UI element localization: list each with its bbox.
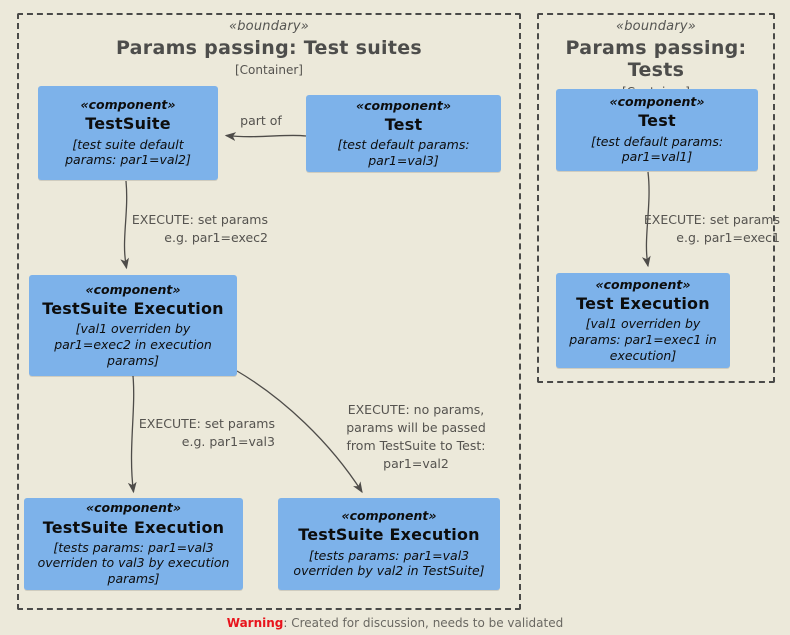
component-note: [tests params: par1=val3 overriden to va…	[37, 539, 230, 587]
boundary-subtitle: [Container]	[234, 63, 303, 77]
component-note: [test suite default params: par1=val2]	[65, 136, 191, 168]
boundary-test-suites: «boundary» Params passing: Test suites […	[17, 13, 521, 610]
component-testsuite-execution-2[interactable]: «component» TestSuite Execution [tests p…	[24, 498, 243, 590]
boundary-test-suites-header: «boundary» Params passing: Test suites […	[19, 19, 519, 77]
component-testsuite-execution[interactable]: «component» TestSuite Execution [val1 ov…	[29, 275, 237, 376]
warning-text: : Created for discussion, needs to be va…	[283, 616, 564, 630]
component-name: Test Execution	[576, 294, 710, 314]
warning-label: Warning	[226, 616, 284, 630]
component-stereotype: «component»	[355, 97, 452, 113]
component-note: [test default params: par1=val3]	[337, 137, 470, 168]
component-name: TestSuite Execution	[42, 299, 224, 319]
component-note: [tests params: par1=val3 overriden by va…	[293, 547, 485, 579]
component-stereotype: «component»	[80, 97, 176, 113]
edge-label-execute-exec2: EXECUTE: set params e.g. par1=exec2	[131, 212, 268, 246]
edge-label-execute-exec1: EXECUTE: set params e.g. par1=exec1	[643, 212, 780, 246]
boundary-stereotype: «boundary»	[229, 19, 309, 34]
component-stereotype: «component»	[85, 281, 181, 297]
component-name: TestSuite Execution	[42, 517, 225, 537]
component-name: TestSuite Execution	[298, 525, 480, 545]
component-note: [val1 overriden by par1=exec2 in executi…	[54, 321, 212, 368]
component-testsuite-execution-3[interactable]: «component» TestSuite Execution [tests p…	[278, 498, 500, 590]
component-stereotype: «component»	[85, 500, 182, 516]
component-stereotype: «component»	[609, 94, 705, 110]
component-name: Test	[384, 114, 423, 134]
component-stereotype: «component»	[341, 508, 437, 524]
component-test-execution[interactable]: «component» Test Execution [val1 overrid…	[556, 273, 730, 368]
boundary-stereotype: «boundary»	[616, 19, 696, 34]
boundary-title: Params passing: Test suites	[115, 37, 423, 59]
component-note: [test default params: par1=val1]	[590, 133, 724, 165]
footer-warning: Warning: Created for discussion, needs t…	[0, 616, 790, 630]
component-stereotype: «component»	[595, 276, 691, 292]
edge-label-execute-val3: EXECUTE: set params e.g. par1=val3	[138, 416, 275, 450]
edge-label-part-of: part of	[240, 113, 282, 128]
component-name: Test	[638, 111, 676, 131]
component-test-right[interactable]: «component» Test [test default params: p…	[556, 89, 758, 171]
component-test-left[interactable]: «component» Test [test default params: p…	[306, 95, 501, 172]
component-testsuite[interactable]: «component» TestSuite [test suite defaul…	[38, 86, 218, 180]
edge-label-execute-no-params: EXECUTE: no params, params will be passe…	[346, 402, 486, 472]
boundary-tests-header: «boundary» Params passing: Tests [Contai…	[539, 19, 773, 99]
component-name: TestSuite	[85, 114, 171, 134]
component-note: [val1 overriden by params: par1=exec1 in…	[569, 316, 717, 363]
boundary-title: Params passing: Tests	[565, 37, 747, 81]
